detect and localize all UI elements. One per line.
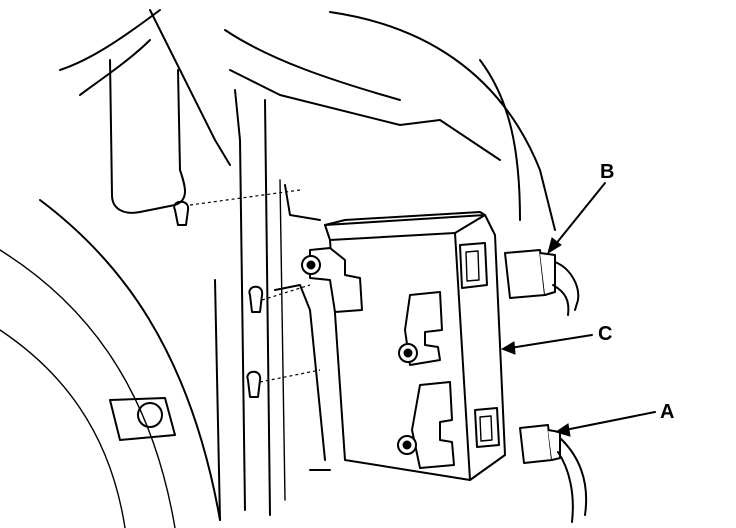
mounting-bracket bbox=[274, 184, 331, 471]
inner-panel bbox=[214, 89, 286, 521]
connector-a bbox=[519, 424, 588, 523]
leader-c bbox=[500, 334, 593, 355]
nut-icon bbox=[397, 435, 417, 455]
connector-b bbox=[504, 249, 580, 316]
alignment-lines bbox=[189, 189, 321, 383]
leader-b bbox=[547, 182, 606, 255]
label-c: C bbox=[598, 323, 612, 345]
nut-icon bbox=[301, 255, 321, 275]
mounting-clips bbox=[173, 200, 264, 398]
body-pillar bbox=[59, 9, 556, 231]
nut-icon bbox=[398, 343, 418, 363]
label-b: B bbox=[600, 161, 614, 183]
leader-a bbox=[554, 411, 656, 437]
wheel-arch bbox=[0, 199, 221, 528]
label-a: A bbox=[660, 401, 674, 423]
panel-hole bbox=[109, 397, 176, 441]
